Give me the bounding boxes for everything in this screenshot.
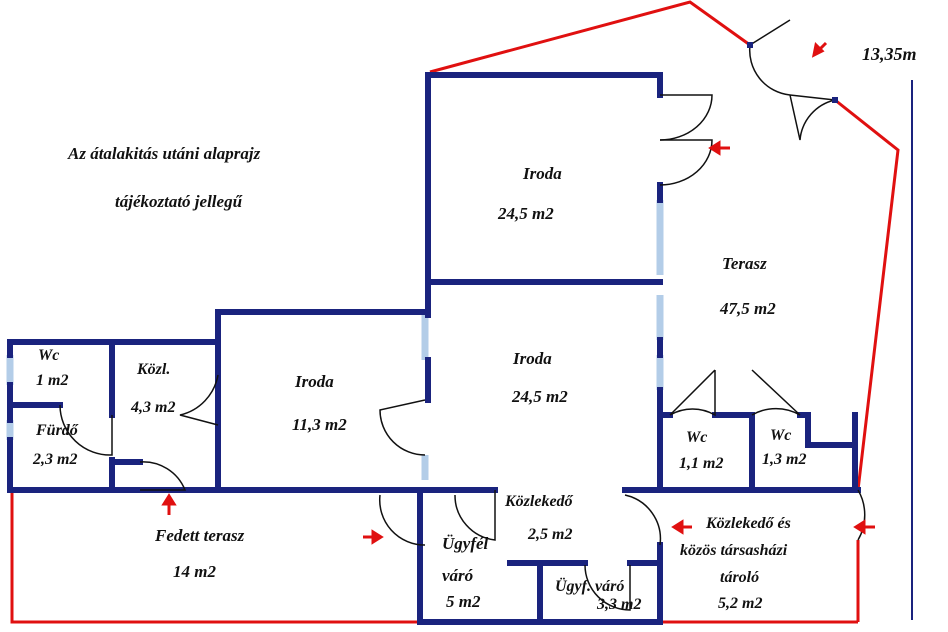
room-name-terasz: Terasz <box>722 254 767 273</box>
room-name-kozlekedo-tarolo-line1: Közlekedő és <box>706 515 791 532</box>
room-name-wc-a: Wc <box>686 429 708 446</box>
room-area-kozlekedo-tarolo: 5,2 m2 <box>718 595 763 612</box>
room-name-wc-left: Wc <box>38 347 60 364</box>
room-area-wc-a: 1,1 m2 <box>679 455 724 472</box>
door-swings <box>59 19 866 611</box>
arrow-ugyfel <box>363 529 384 545</box>
room-name-fedett-terasz: Fedett terasz <box>155 526 245 545</box>
entry-arrows <box>161 41 875 545</box>
room-area-furdo: 2,3 m2 <box>33 451 78 468</box>
room-name-ugyfel-line1: Ügyfél <box>442 534 489 553</box>
room-area-iroda-mid: 24,5 m2 <box>512 387 568 406</box>
room-name-iroda-left: Iroda <box>295 372 334 391</box>
room-area-terasz: 47,5 m2 <box>720 299 776 318</box>
room-name-ugyfel-line2: váró <box>442 566 474 585</box>
plan-heading-line1: Az átalakitás utáni alaprajz <box>68 144 261 163</box>
room-name-kozlekedo: Közlekedő <box>505 493 573 510</box>
room-area-iroda-left: 11,3 m2 <box>292 415 347 434</box>
arrow-top-office <box>708 140 730 156</box>
room-name-kozlekedo-tarolo-line3: tároló <box>720 569 760 586</box>
room-area-wc-b: 1,3 m2 <box>762 451 807 468</box>
arrow-tarolo <box>853 519 875 535</box>
room-area-kozlekedo: 2,5 m2 <box>528 526 573 543</box>
room-name-ugyf-varo-small: Ügyf. váró <box>555 578 625 595</box>
room-area-ugyf-varo-small: 3,3 m2 <box>597 596 642 613</box>
corner-markers <box>747 42 838 103</box>
room-name-iroda-top: Iroda <box>523 164 562 183</box>
room-area-kozl: 4,3 m2 <box>131 399 176 416</box>
plan-heading-line2: tájékoztató jellegű <box>115 192 243 211</box>
room-area-iroda-top: 24,5 m2 <box>498 204 554 223</box>
room-name-wc-b: Wc <box>770 427 792 444</box>
terrace-boundary <box>10 0 900 624</box>
room-name-furdo: Fürdő <box>36 422 78 439</box>
windows <box>6 200 664 480</box>
room-name-kozl: Közl. <box>137 361 171 378</box>
arrow-top-right <box>811 41 828 58</box>
arrow-kozlekedo <box>671 519 692 535</box>
room-name-iroda-mid: Iroda <box>513 349 552 368</box>
room-name-kozlekedo-tarolo-line2: közös társasházi <box>680 542 788 559</box>
room-area-wc-left: 1 m2 <box>36 372 69 389</box>
room-area-fedett-terasz: 14 m2 <box>173 562 216 581</box>
room-area-ugyfel: 5 m2 <box>446 592 481 611</box>
walls <box>7 72 861 625</box>
dimension-label: 13,35m <box>862 44 917 64</box>
arrow-fedett-terasz <box>161 493 177 515</box>
